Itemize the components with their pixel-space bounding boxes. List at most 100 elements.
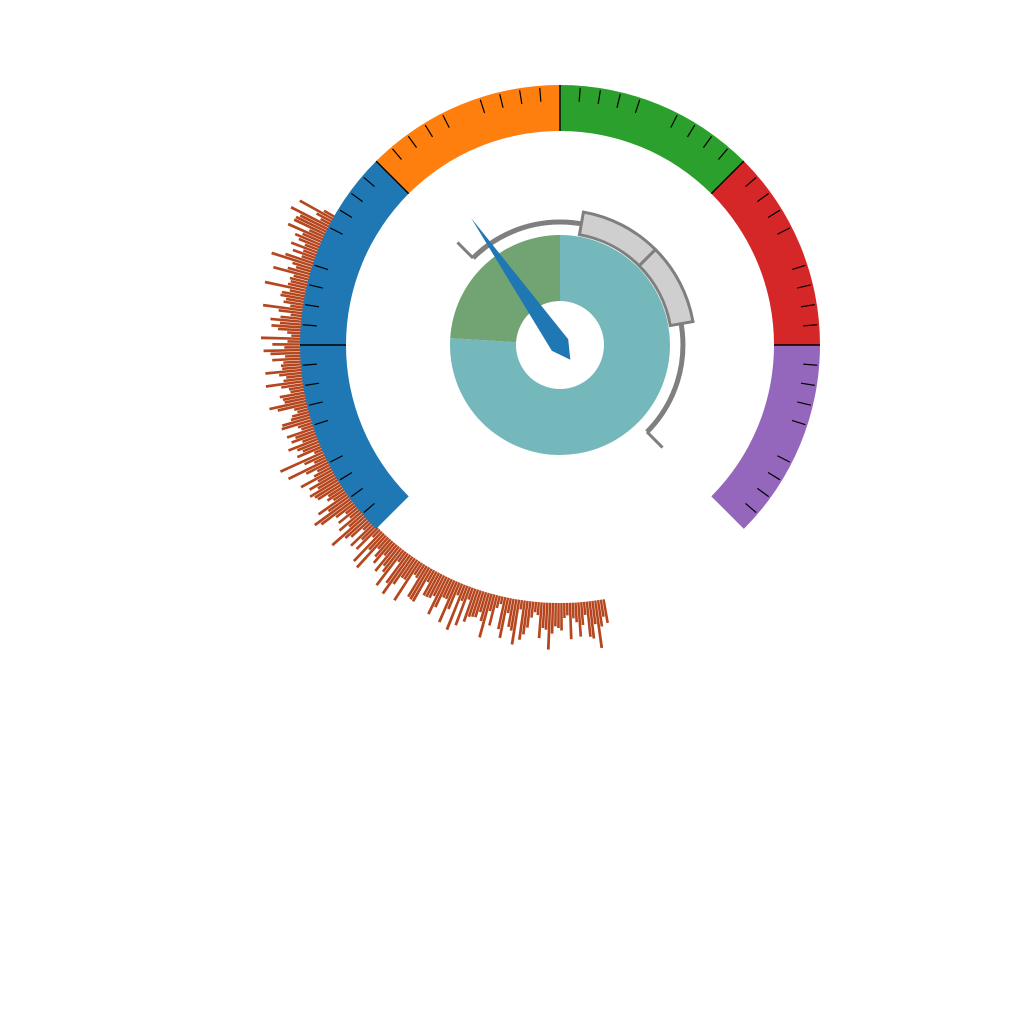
radial-bar: [289, 289, 308, 296]
minor-tick: [350, 192, 363, 203]
radial-bar: [290, 241, 320, 255]
radial-bar: [285, 354, 303, 358]
radial-bar: [509, 599, 518, 631]
radial-bar: [381, 547, 403, 573]
radial-bar: [362, 520, 373, 531]
minor-tick: [499, 93, 504, 108]
minor-tick: [803, 324, 818, 327]
radial-bar: [265, 379, 305, 388]
radial-bar: [355, 526, 379, 551]
minor-tick: [578, 87, 581, 102]
radial-bar: [426, 569, 436, 583]
radial-bar: [332, 489, 348, 502]
minor-tick: [479, 99, 486, 114]
radial-bar: [478, 593, 493, 638]
radial-bar: [374, 544, 398, 572]
radial-bar: [355, 534, 387, 569]
radial-bar: [588, 601, 596, 639]
radial-bar: [293, 274, 311, 282]
radial-bar: [305, 460, 331, 475]
radial-bar: [285, 297, 306, 304]
radial-bar: [313, 447, 325, 455]
radial-bar: [287, 331, 303, 335]
radial-bar: [281, 382, 306, 389]
radial-bar: [427, 576, 448, 615]
minor-tick: [302, 324, 317, 327]
minor-tick: [757, 487, 770, 498]
radial-bar: [331, 514, 368, 547]
radial-bar: [428, 573, 443, 599]
radial-bar: [447, 582, 461, 610]
radial-bar: [297, 407, 311, 414]
radial-bar: [385, 552, 409, 584]
radial-bar: [287, 282, 309, 290]
radial-bar: [415, 563, 426, 579]
radial-bar: [320, 499, 355, 526]
radial-bar: [432, 574, 446, 597]
radial-bar: [314, 480, 342, 499]
minor-tick: [800, 304, 815, 308]
minor-tick: [616, 93, 621, 108]
radial-bar: [323, 209, 337, 219]
radial-bar: [286, 374, 304, 379]
radial-bar: [445, 584, 466, 631]
radial-bar: [293, 218, 328, 237]
radial-bar: [291, 410, 312, 418]
radial-bar: [371, 528, 381, 539]
radial-bar: [289, 276, 310, 285]
radial-bar: [510, 599, 521, 645]
radial-bar: [526, 601, 532, 628]
radial-bar: [294, 232, 323, 247]
radial-bar: [382, 545, 400, 567]
minor-tick: [597, 90, 601, 105]
radial-bar: [302, 232, 324, 244]
radial-bar: [381, 554, 412, 595]
minor-tick: [777, 455, 791, 463]
minor-tick: [442, 114, 450, 128]
radial-bar: [409, 566, 431, 600]
radial-bar: [269, 399, 309, 411]
radial-bar: [422, 570, 438, 596]
gauge-band-4: [711, 161, 820, 345]
radial-bar: [279, 371, 304, 377]
bracket-end-1: [456, 241, 475, 260]
radial-bar: [315, 212, 334, 224]
radial-bar: [602, 599, 609, 624]
needle-layer: [471, 218, 571, 360]
radial-bar: [262, 303, 305, 312]
radial-bar: [283, 300, 306, 307]
radial-bar: [326, 487, 347, 502]
radial-bar: [320, 217, 333, 226]
radial-bar: [279, 321, 303, 326]
radial-bar: [299, 214, 330, 231]
radial-bar: [383, 542, 396, 557]
radial-bar: [488, 594, 496, 612]
radial-bar: [533, 601, 538, 613]
minor-tick: [308, 284, 323, 289]
radial-bar: [507, 598, 515, 628]
radial-bar: [295, 429, 317, 440]
radial-bar: [273, 265, 312, 279]
radial-bar: [392, 556, 414, 585]
radial-bar: [290, 280, 310, 287]
radial-bar: [277, 402, 309, 412]
radial-bar: [413, 562, 423, 576]
minor-tick: [302, 363, 317, 366]
radial-bar: [281, 415, 313, 428]
minor-tick: [791, 264, 806, 271]
gauge-band-2: [376, 84, 560, 194]
minor-tick: [745, 176, 757, 187]
radial-bar: [470, 590, 482, 618]
radial-bar: [299, 199, 335, 221]
minor-tick: [797, 401, 812, 406]
radial-bar: [377, 536, 390, 550]
radial-bar: [292, 248, 318, 260]
radial-bar: [309, 477, 341, 498]
radial-bar: [301, 423, 316, 431]
radial-bar: [350, 518, 371, 538]
radial-bar: [488, 594, 499, 626]
radial-bar: [316, 463, 332, 473]
radial-bar: [400, 557, 416, 579]
radial-bar: [287, 222, 325, 242]
radial-bar: [313, 465, 334, 478]
